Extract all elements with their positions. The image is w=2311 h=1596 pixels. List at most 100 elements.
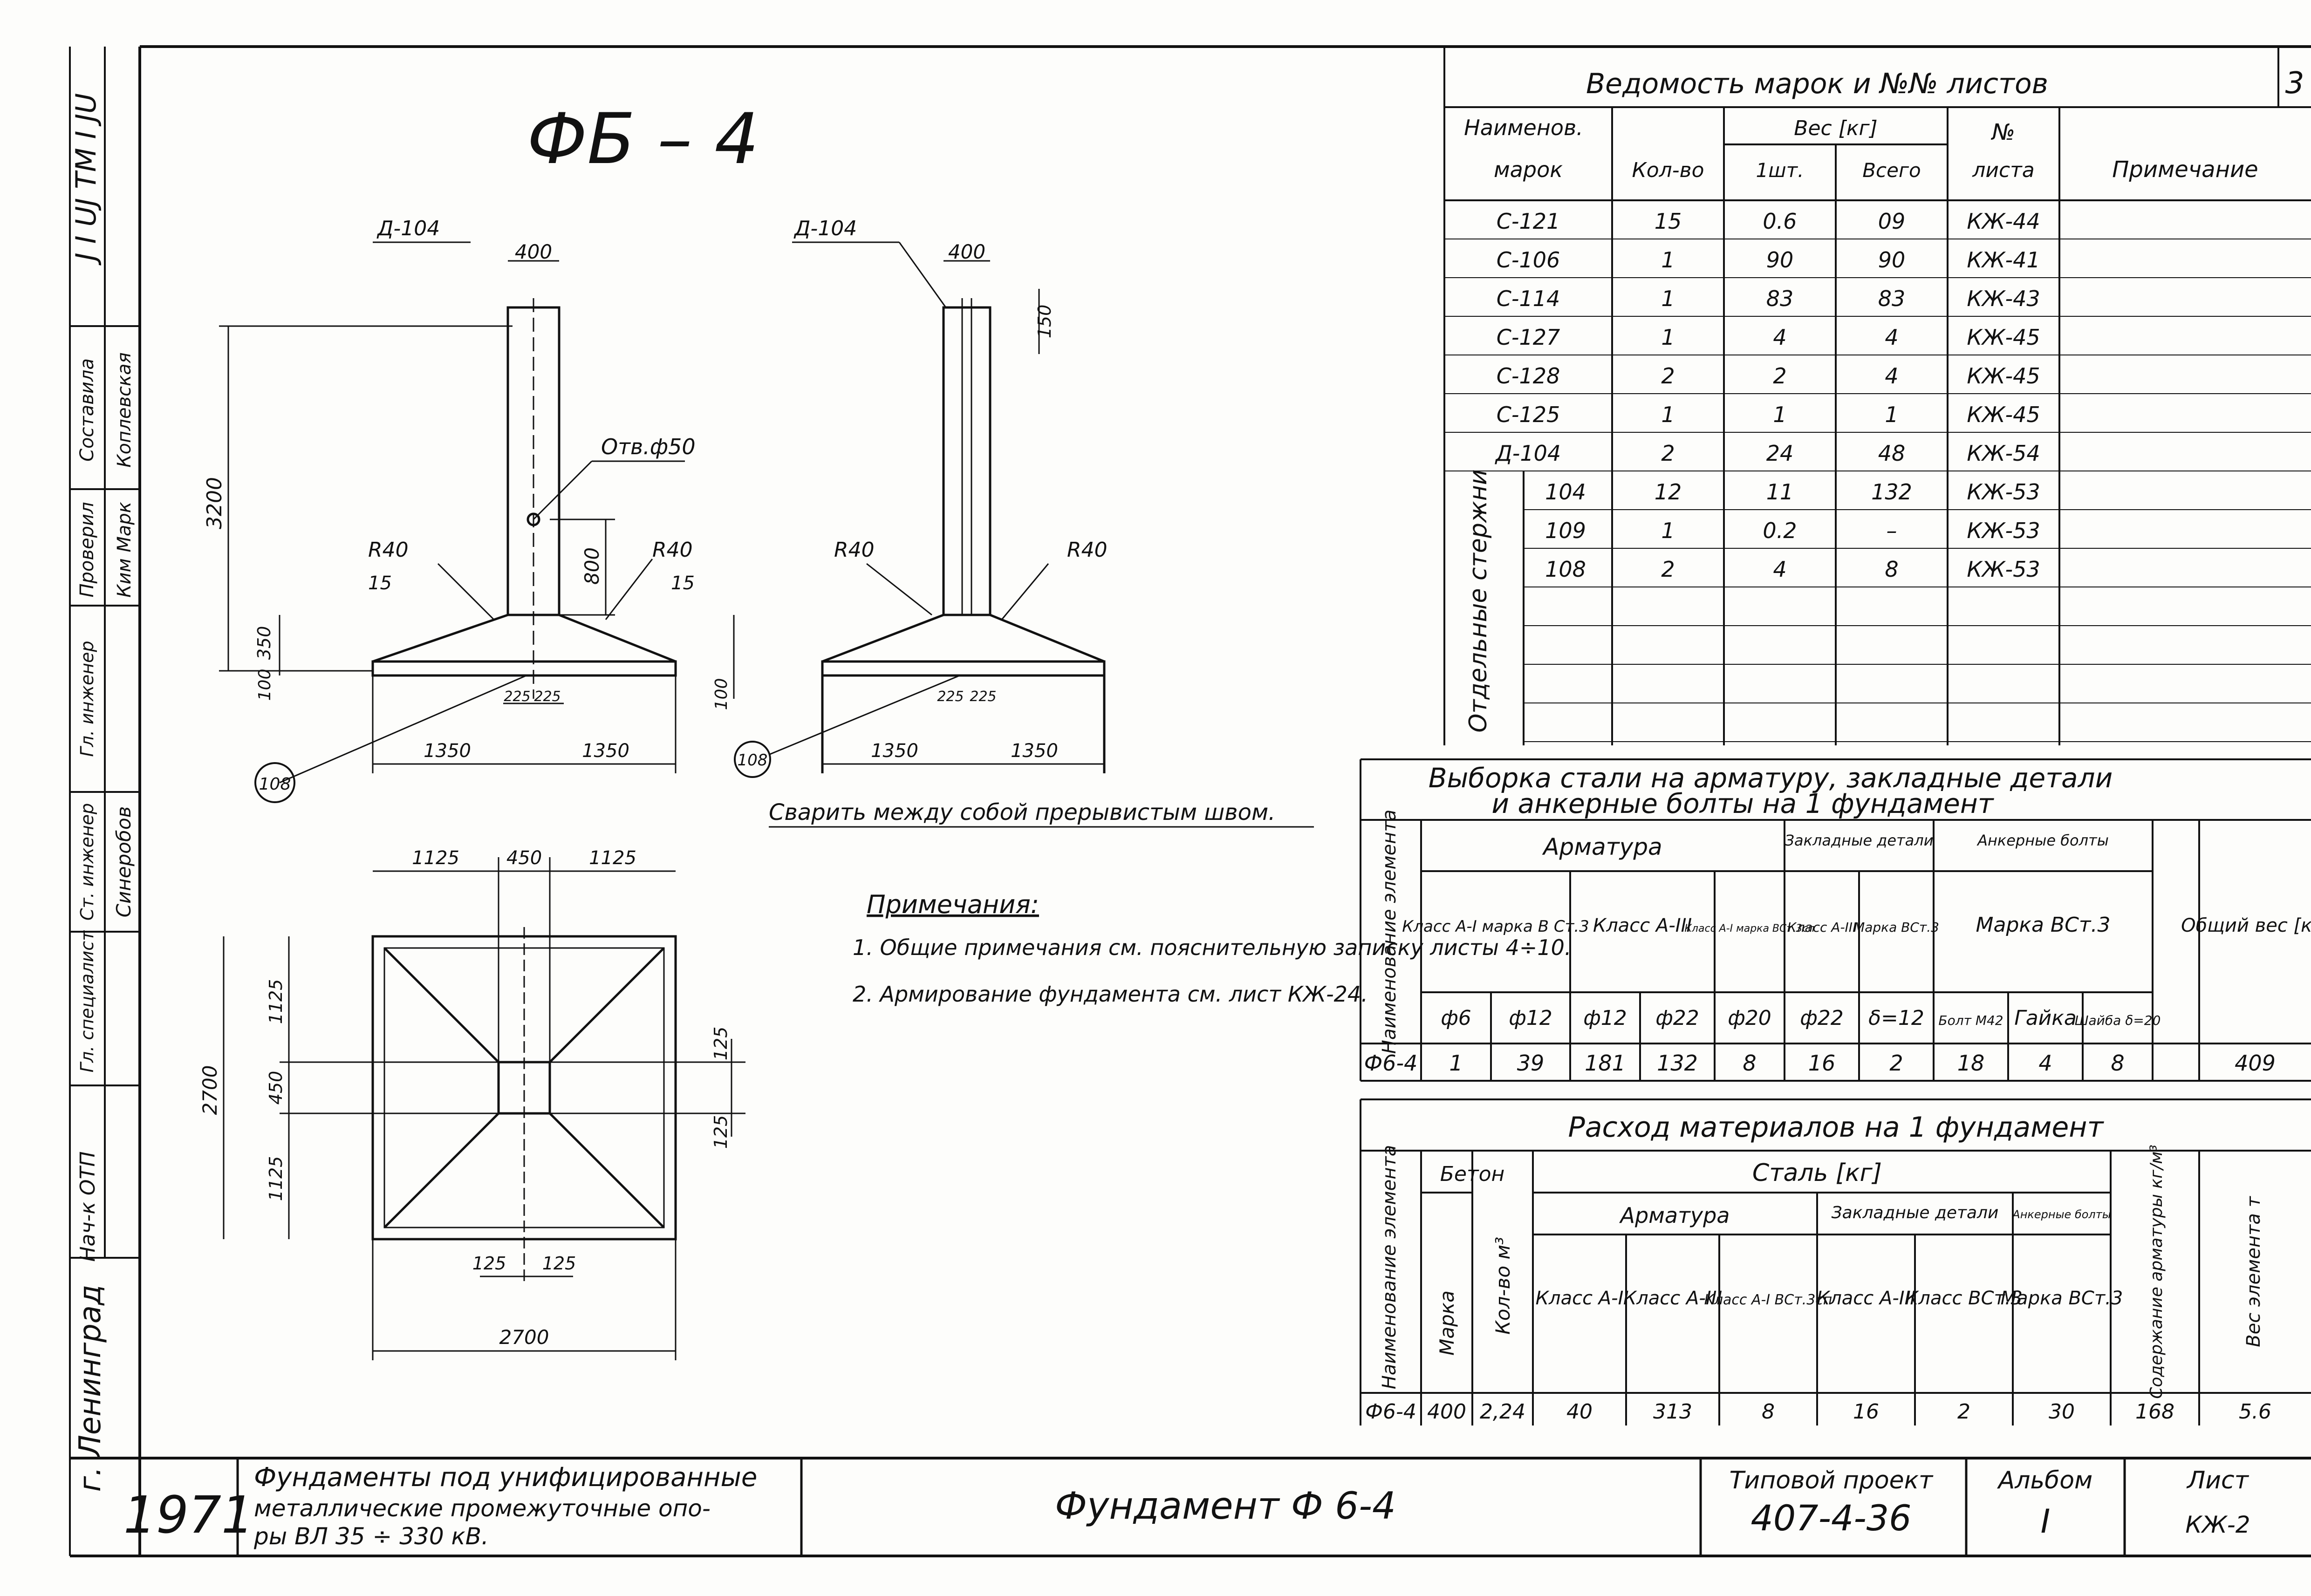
marks-group-cell: 108 (1545, 557, 1586, 582)
dim-100-front: 100 (255, 669, 274, 701)
marks-cell: 2 (1773, 363, 1786, 389)
note-2: 2. Армирование фундамента см. лист КЖ-24… (853, 982, 1368, 1007)
marks-cell: 1 (1661, 286, 1675, 311)
r40-left: R40 (368, 538, 409, 562)
steel-cell: 18 (1957, 1050, 1985, 1076)
marks-cell: 48 (1878, 441, 1906, 466)
dim-1125-left: 1125 (412, 847, 459, 869)
stamp-proj-label: Типовой проект (1730, 1466, 1934, 1494)
marks-cell: 0.6 (1763, 209, 1797, 234)
steel-title-1: Выборка стали на арматуру, закладные дет… (1429, 762, 2113, 794)
mat-h-marka: Марка (1436, 1290, 1458, 1356)
stamp-desc-1: Фундаменты под унифицированные (254, 1462, 757, 1493)
marks-h-per: 1шт. (1756, 159, 1804, 182)
dim-125-v-top: 125 (711, 1027, 731, 1061)
dim-450-top: 450 (506, 847, 542, 869)
steel-subheader: ф12 (1509, 1006, 1552, 1030)
marks-cell: 4 (1885, 363, 1898, 389)
steel-subheader: ф12 (1583, 1006, 1627, 1030)
steel-h-a3: Класс А-III (1593, 915, 1692, 936)
marks-cell: С-125 (1497, 402, 1560, 427)
callout-d104-side: Д-104 (793, 217, 857, 240)
dim-2700-horizontal: 2700 (499, 1326, 549, 1349)
steel-subheader: ф20 (1728, 1006, 1771, 1030)
dim-1350-side-left: 1350 (871, 740, 918, 762)
side-stamp: J I UJ TM I JU Нач-к ОТП Гл. специалист … (69, 47, 140, 1556)
side-name-1: Синеробов (112, 806, 135, 918)
marks-title: Ведомость марок и №№ листов (1586, 68, 2048, 100)
marks-cell: 1 (1885, 402, 1898, 427)
steel-cell: 409 (2235, 1050, 2276, 1076)
marks-cell: 4 (1773, 325, 1786, 350)
drawing-title: ФБ – 4 (527, 99, 759, 180)
marks-cell: 1 (1661, 402, 1675, 427)
dim-15-right: 15 (671, 573, 695, 594)
marks-h-qty: Кол-во (1632, 158, 1704, 182)
mat-h-zd: Закладные детали (1832, 1203, 1999, 1222)
steel-cell: 181 (1585, 1050, 1626, 1076)
sheet-frame (70, 45, 2311, 1557)
r40-side-right: R40 (1067, 538, 1108, 562)
marks-cell: С-106 (1497, 247, 1560, 273)
dim-1125-v-bottom: 1125 (266, 1156, 286, 1201)
steel-table: Выборка стали на арматуру, закладные дет… (1360, 758, 2311, 1082)
side-elevation: 400 Д-104 150 R40 R40 1350 1350 225 225 … (734, 217, 1314, 828)
marks-cell: Д-104 (1495, 441, 1561, 466)
steel-h-bm: Марка ВСт.3 (1976, 913, 2111, 937)
mat-h-kol: Кол-во м³ (1491, 1237, 1514, 1335)
hole-label: Отв.ф50 (601, 434, 696, 459)
steel-cell: 4 (2038, 1050, 2052, 1076)
mat-h-beton: Бетон (1440, 1162, 1505, 1186)
steel-subheader: Шайба δ=20 (2075, 1013, 2161, 1028)
plan-view: 1125 450 1125 2700 1125 450 1125 125 125… (198, 847, 745, 1360)
mat-cell: 40 (1566, 1400, 1593, 1424)
steel-h-bolts: Анкерные болты (1976, 832, 2109, 849)
mat-class-header: Класс А-III (1817, 1288, 1915, 1309)
marks-cell: 09 (1878, 209, 1906, 234)
steel-subheader: ф6 (1441, 1006, 1471, 1030)
marks-cell: КЖ-41 (1967, 247, 2040, 273)
mat-h-anker: Анкерные болты (2011, 1208, 2111, 1221)
mat-title: Расход материалов на 1 фундамент (1568, 1111, 2105, 1144)
mat-cell: 2,24 (1480, 1400, 1525, 1424)
side-role-3: Гл. инженер (77, 641, 97, 757)
dim-2700-vertical: 2700 (198, 1065, 221, 1115)
dim-225-side-a: 225 (937, 689, 964, 705)
marks-group-cell: 109 (1545, 518, 1586, 543)
marks-h-note: Примечание (2112, 157, 2258, 183)
marks-cell: 83 (1766, 286, 1794, 311)
dim-125-h-right: 125 (542, 1253, 576, 1274)
mat-class-header: Класс А-I ВСт.3сп (1704, 1292, 1832, 1308)
marks-cell: КЖ-45 (1967, 402, 2040, 427)
marks-sheet-num: 3 (2285, 66, 2304, 101)
marks-cell: КЖ-45 (1967, 363, 2040, 389)
marks-h-weight: Вес [кг] (1794, 116, 1877, 140)
dim-450-v: 450 (266, 1071, 286, 1105)
dim-1350-left: 1350 (424, 740, 471, 762)
dim-1125-right: 1125 (589, 847, 636, 869)
marks-group-cell: 12 (1655, 479, 1682, 505)
side-stamp-code: J I UJ TM I JU (70, 93, 103, 266)
dim-top-400: 400 (515, 240, 552, 263)
steel-cell: 39 (1517, 1050, 1545, 1076)
r40-right: R40 (652, 538, 693, 562)
dim-1125-v-top: 1125 (266, 979, 286, 1024)
marks-cell: 4 (1885, 325, 1898, 350)
mat-cell: 30 (2049, 1400, 2075, 1424)
side-name-2: Ким Марк (114, 502, 135, 598)
marks-cell: КЖ-54 (1967, 441, 2040, 466)
marks-h-name1: Наименов. (1464, 115, 1583, 140)
marks-group-cell: 8 (1885, 557, 1898, 582)
mat-class-header: Класс ВСт.3 (1905, 1288, 2023, 1309)
mat-cell: 5.6 (2239, 1400, 2271, 1424)
steel-cell: 132 (1657, 1050, 1698, 1076)
stamp-proj-no: 407-4-36 (1751, 1497, 1912, 1539)
marks-group-cell: 2 (1661, 557, 1675, 582)
mat-h-elem: Наименование элемента (1379, 1145, 1400, 1389)
marks-cell: С-127 (1497, 325, 1560, 350)
dim-350: 350 (254, 626, 274, 660)
side-role-6: Составила (76, 358, 98, 462)
side-role-5: Ст. инженер (77, 803, 97, 921)
materials-table: Расход материалов на 1 фундамент Наимено… (1360, 1098, 2311, 1425)
